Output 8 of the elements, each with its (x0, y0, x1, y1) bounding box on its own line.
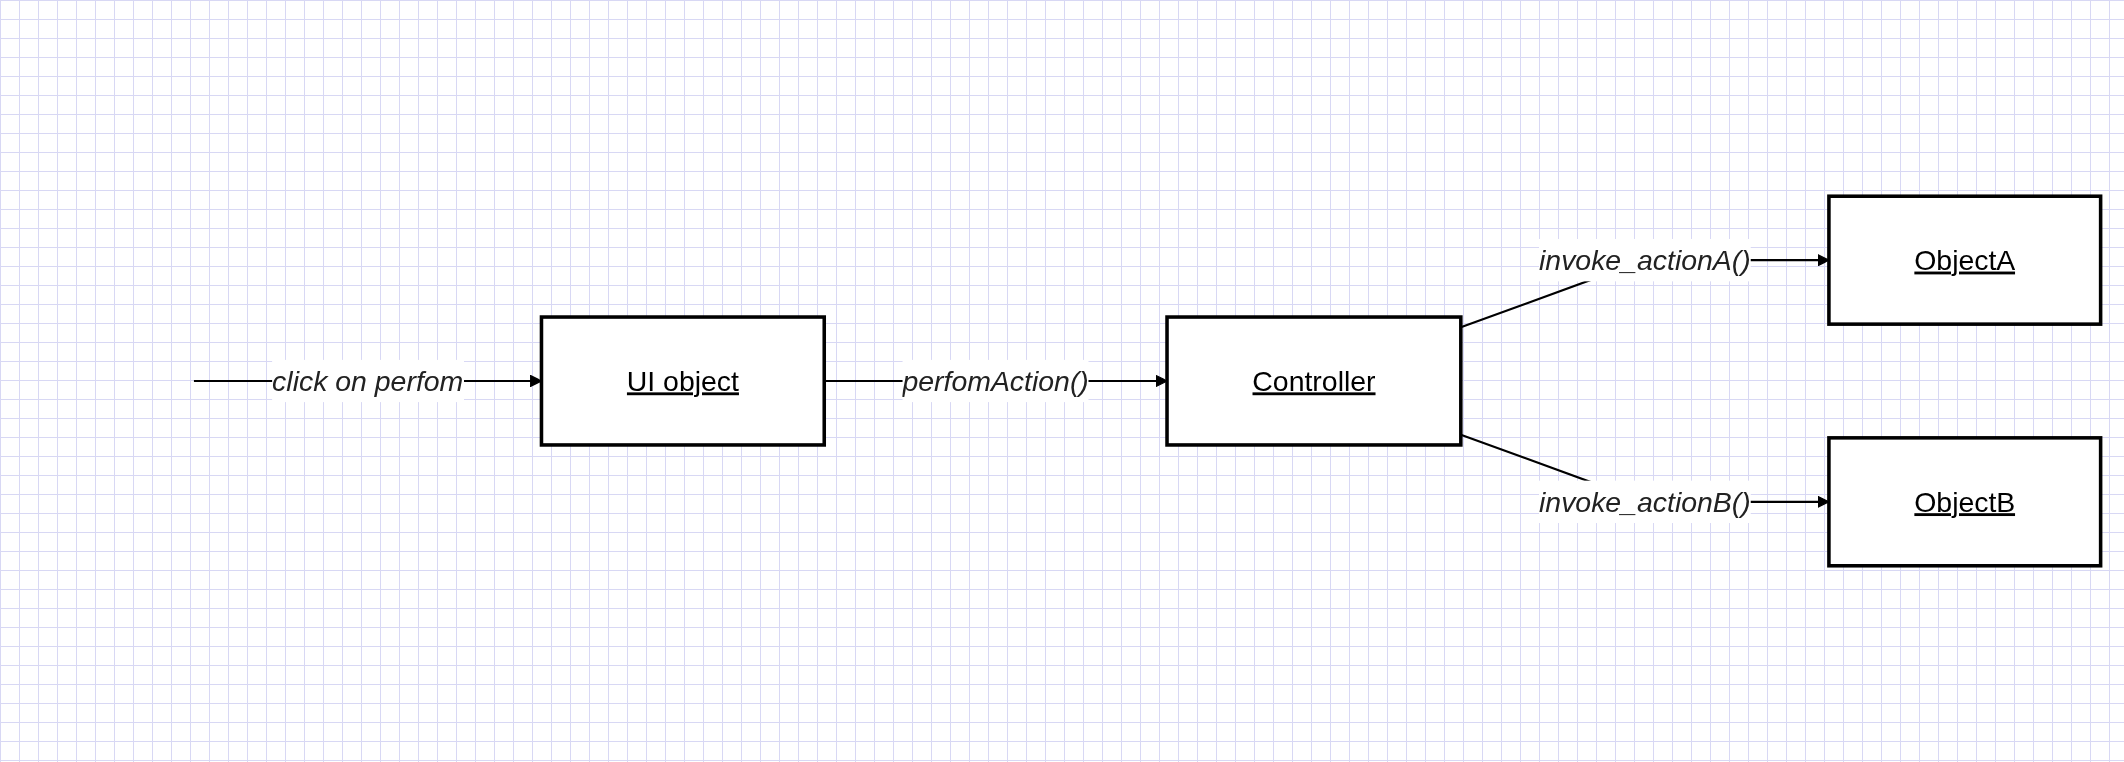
node-box: ObjectA (1827, 194, 2103, 326)
edge-label: perfomAction() (902, 365, 1089, 397)
edge-label: click on perfom (272, 365, 464, 397)
edge-label: invoke_actionB() (1539, 486, 1751, 518)
node-box: UI object (539, 315, 826, 447)
node-box: Controller (1165, 315, 1463, 447)
edge-label: invoke_actionA() (1539, 244, 1751, 276)
node-box: ObjectB (1827, 436, 2103, 568)
